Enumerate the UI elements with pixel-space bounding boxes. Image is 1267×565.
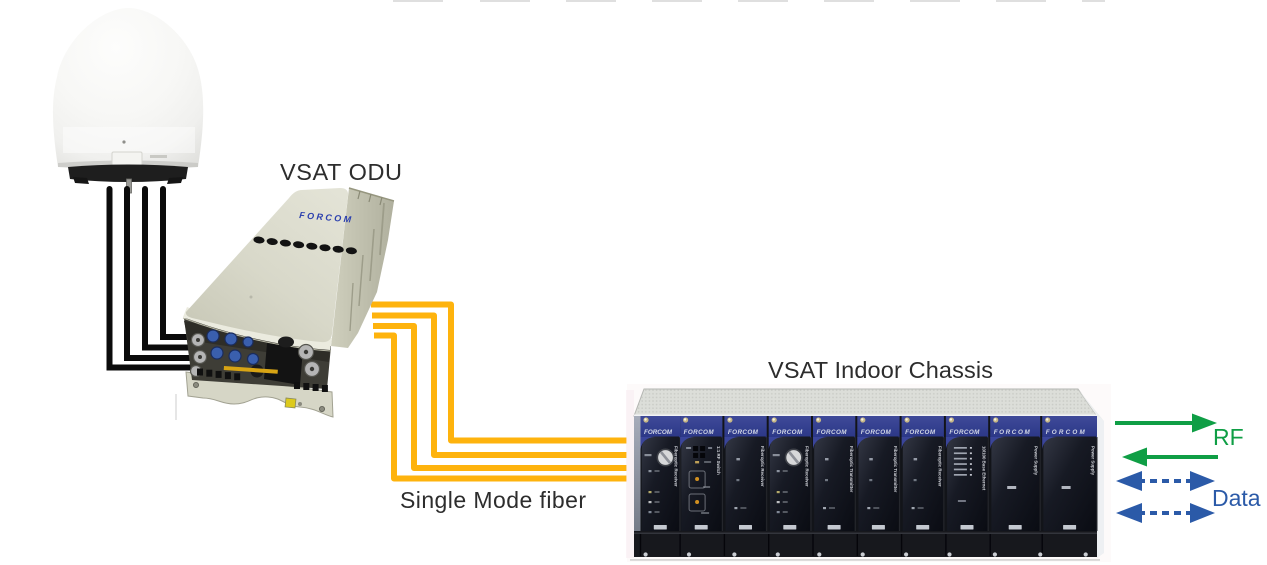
svg-text:FORCOM: FORCOM: [817, 429, 848, 436]
svg-text:Fiberoptic Receiver: Fiberoptic Receiver: [937, 446, 942, 487]
svg-text:VSAT ODU: VSAT ODU: [280, 159, 402, 185]
svg-text:FORCOM: FORCOM: [728, 429, 759, 436]
svg-text:Power Supply: Power Supply: [1034, 446, 1039, 476]
svg-text:Single Mode fiber: Single Mode fiber: [400, 487, 586, 513]
svg-text:Fiberoptic Transmitter: Fiberoptic Transmitter: [849, 446, 854, 493]
svg-text:FORCOM: FORCOM: [644, 429, 673, 436]
svg-text:Fiberoptic Receiver: Fiberoptic Receiver: [674, 446, 679, 487]
svg-text:Data: Data: [1212, 485, 1261, 511]
svg-text:FORCOM: FORCOM: [949, 429, 980, 436]
svg-text:FORCOM: FORCOM: [772, 429, 803, 436]
svg-text:Fiberoptic Transmitter: Fiberoptic Transmitter: [893, 446, 898, 493]
svg-text:FORCOM: FORCOM: [861, 429, 892, 436]
svg-text:Fiberoptic Receiver: Fiberoptic Receiver: [805, 446, 810, 487]
svg-text:Fiberoptic Receiver: Fiberoptic Receiver: [760, 446, 765, 487]
svg-text:FORCOM: FORCOM: [684, 429, 715, 436]
svg-text:10/100 Base Ethernet: 10/100 Base Ethernet: [982, 446, 987, 491]
svg-text:1:1 RF Switch: 1:1 RF Switch: [716, 446, 721, 475]
svg-text:FORCOM: FORCOM: [994, 429, 1031, 436]
svg-text:RF: RF: [1213, 424, 1244, 450]
svg-text:FORCOM: FORCOM: [1046, 429, 1086, 436]
svg-text:VSAT Indoor Chassis: VSAT Indoor Chassis: [768, 357, 993, 383]
svg-text:FORCOM: FORCOM: [905, 429, 936, 436]
svg-text:Power Supply: Power Supply: [1091, 446, 1096, 476]
svg-text:FORCOM: FORCOM: [299, 210, 352, 225]
